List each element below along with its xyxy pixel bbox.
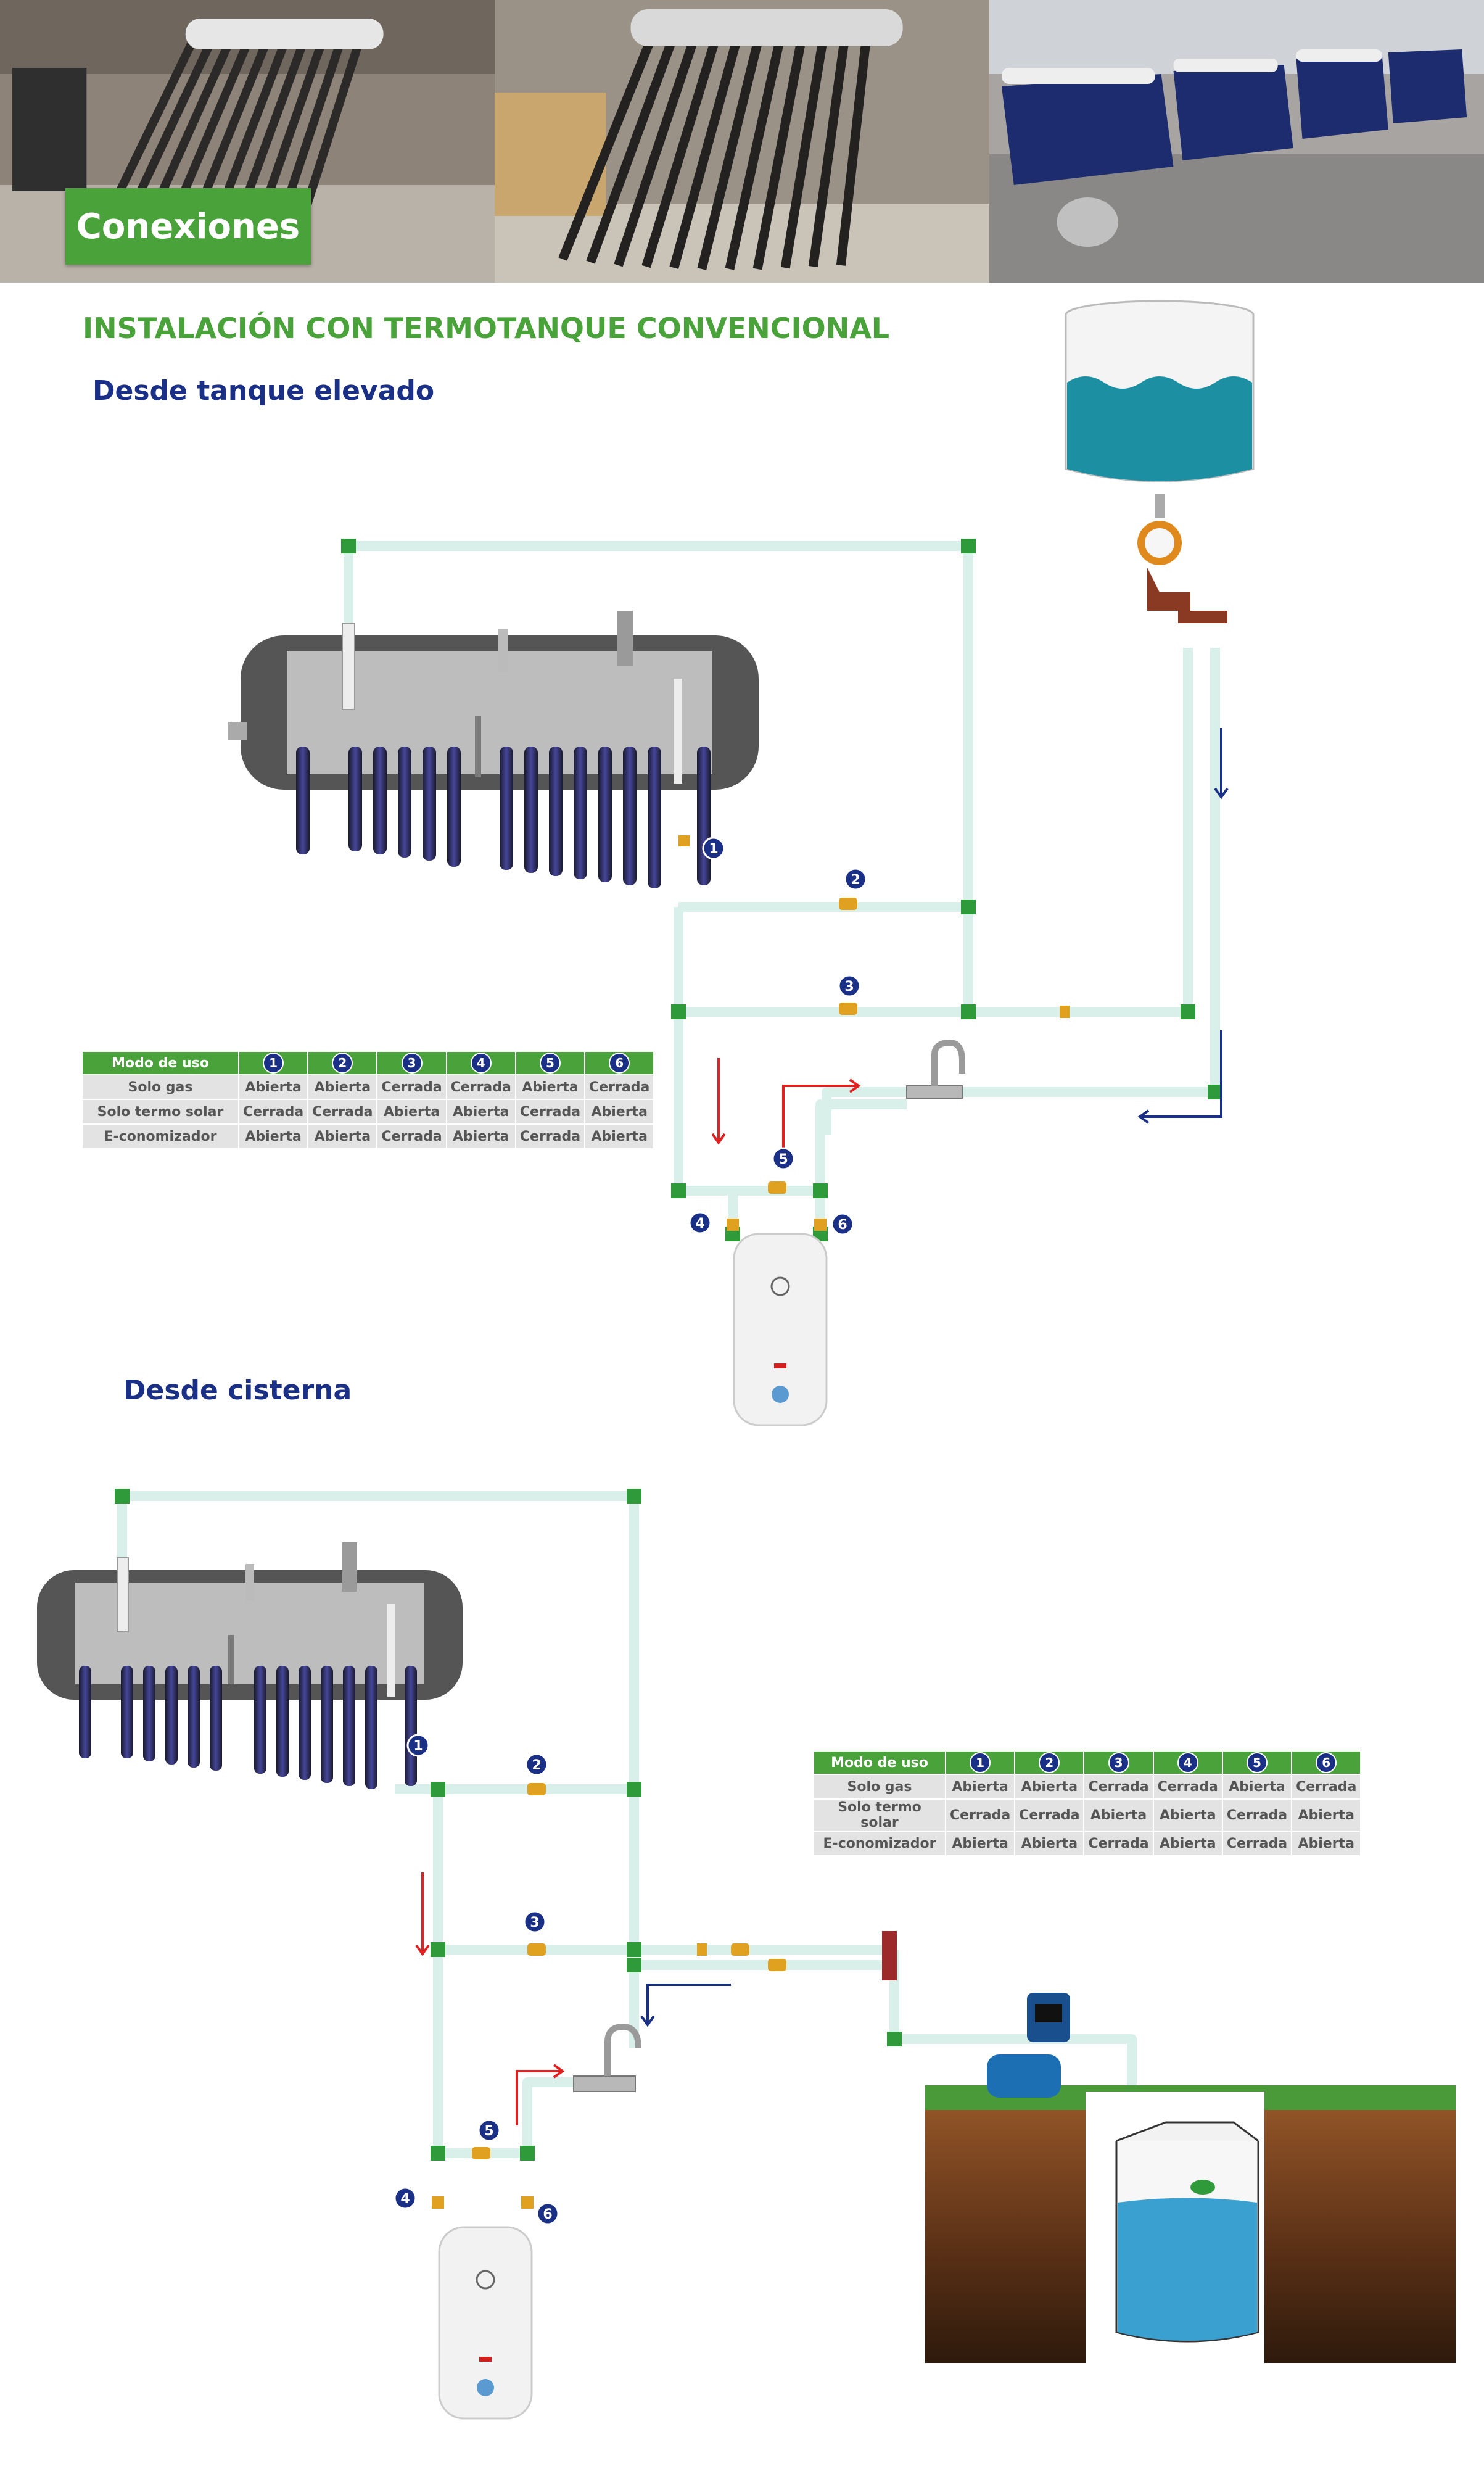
table-cell: Abierta bbox=[1291, 1798, 1362, 1832]
valve-numbers-1: 1 2 3 4 5 6 bbox=[688, 837, 867, 1236]
table-cell: Abierta bbox=[584, 1099, 655, 1125]
water-heater-2 bbox=[438, 2226, 533, 2420]
valve-label: 6 bbox=[838, 1217, 847, 1233]
manifold bbox=[882, 1931, 897, 1980]
valve-label: 3 bbox=[844, 979, 854, 995]
table-cell: Abierta bbox=[944, 1831, 1016, 1856]
table-cell: E-conomizador bbox=[81, 1123, 239, 1149]
table-cell: Abierta bbox=[514, 1074, 586, 1100]
table-cell: Abierta bbox=[1014, 1831, 1085, 1856]
table-cell: Cerrada bbox=[1014, 1798, 1085, 1832]
table-cell: Abierta bbox=[307, 1074, 378, 1100]
ground-cistern bbox=[925, 2085, 1456, 2363]
table-cell: Abierta bbox=[584, 1123, 655, 1149]
hero-photo-3 bbox=[989, 0, 1484, 283]
valve-label: 5 bbox=[484, 2124, 493, 2139]
table-cell: Abierta bbox=[1152, 1831, 1223, 1856]
valve-label: 2 bbox=[851, 872, 860, 888]
pump bbox=[987, 1993, 1070, 2098]
col-num: 4 bbox=[1177, 1752, 1198, 1773]
valve-label: 5 bbox=[778, 1152, 788, 1167]
table-cell: Abierta bbox=[376, 1099, 447, 1125]
col-num: 1 bbox=[970, 1752, 991, 1773]
section-title: INSTALACIÓN CON TERMOTANQUE CONVENCIONAL bbox=[83, 312, 890, 345]
col-num: 4 bbox=[470, 1053, 492, 1074]
table-cell: Solo termo solar bbox=[81, 1099, 239, 1125]
table-cell: Abierta bbox=[237, 1123, 309, 1149]
section-badge: Conexiones bbox=[65, 188, 311, 265]
hero-photo-2 bbox=[495, 0, 989, 283]
col-num: 1 bbox=[263, 1053, 284, 1074]
solar-collector-2 bbox=[37, 1542, 463, 1789]
valve-label: 3 bbox=[530, 1915, 539, 1930]
valve-label: 1 bbox=[413, 1739, 423, 1754]
table-cell: Cerrada bbox=[514, 1099, 586, 1125]
table-cell: Cerrada bbox=[237, 1099, 309, 1125]
diagram-elevated-tank: 1 2 3 4 5 6 bbox=[228, 300, 1255, 1426]
table-cell: Abierta bbox=[1291, 1831, 1362, 1856]
table-cell: Cerrada bbox=[1221, 1831, 1293, 1856]
valve-label: 2 bbox=[532, 1758, 541, 1773]
table-cell: Cerrada bbox=[584, 1074, 655, 1100]
diagram-cistern: 1 2 3 4 5 6 bbox=[37, 1489, 1456, 2420]
faucet-1 bbox=[906, 1039, 965, 1099]
table-cell: Cerrada bbox=[445, 1074, 516, 1100]
table-cell: Cerrada bbox=[1221, 1798, 1293, 1832]
valve-label: 6 bbox=[543, 2207, 552, 2222]
subtitle-elevated-tank: Desde tanque elevado bbox=[93, 375, 435, 407]
elevated-water-tank bbox=[1065, 300, 1255, 482]
table-cell: Cerrada bbox=[376, 1074, 447, 1100]
table-cell: Abierta bbox=[307, 1123, 378, 1149]
valve-numbers-2: 1 2 3 4 5 6 bbox=[394, 1734, 559, 2225]
table-cell: Abierta bbox=[445, 1099, 516, 1125]
col-num: 2 bbox=[1039, 1752, 1060, 1773]
table-cell: Cerrada bbox=[307, 1099, 378, 1125]
solar-collector-1 bbox=[228, 611, 759, 888]
col-num: 2 bbox=[332, 1053, 353, 1074]
table-cell: Abierta bbox=[237, 1074, 309, 1100]
valve-label: 4 bbox=[400, 2191, 410, 2207]
water-heater-1 bbox=[733, 1233, 828, 1426]
table-cell: Solo gas bbox=[81, 1074, 239, 1100]
table-cell: Abierta bbox=[445, 1123, 516, 1149]
col-num: 6 bbox=[609, 1053, 630, 1074]
water-meter bbox=[1137, 494, 1227, 623]
table-cell: Abierta bbox=[1152, 1798, 1223, 1832]
table-cell: E-conomizador bbox=[813, 1831, 946, 1856]
table-cell: Cerrada bbox=[1083, 1774, 1154, 1800]
table-cell: Cerrada bbox=[1083, 1831, 1154, 1856]
table-cell: Cerrada bbox=[376, 1123, 447, 1149]
table-cell: Abierta bbox=[1083, 1798, 1154, 1832]
valve-label: 4 bbox=[695, 1216, 704, 1231]
table-cell: Abierta bbox=[944, 1774, 1016, 1800]
col-num: 3 bbox=[401, 1053, 423, 1074]
table-cell: Cerrada bbox=[944, 1798, 1016, 1832]
table-cell: Cerrada bbox=[514, 1123, 586, 1149]
faucet-2 bbox=[573, 2023, 641, 2092]
col-num: 5 bbox=[539, 1053, 561, 1074]
table-cell: Abierta bbox=[1014, 1774, 1085, 1800]
table-cell: Solo gas bbox=[813, 1774, 946, 1800]
table-cell: Solo termo solar bbox=[813, 1798, 946, 1832]
col-num: 5 bbox=[1246, 1752, 1268, 1773]
table-header: Modo de uso bbox=[81, 1051, 239, 1075]
table-cell: Abierta bbox=[1221, 1774, 1293, 1800]
col-num: 6 bbox=[1316, 1752, 1337, 1773]
valve-label: 1 bbox=[709, 842, 718, 857]
subtitle-cistern: Desde cisterna bbox=[123, 1375, 352, 1406]
hero-photo-strip bbox=[0, 0, 1484, 283]
table-cell: Cerrada bbox=[1152, 1774, 1223, 1800]
table-header: Modo de uso bbox=[813, 1750, 946, 1775]
col-num: 3 bbox=[1108, 1752, 1129, 1773]
table-cell: Cerrada bbox=[1291, 1774, 1362, 1800]
